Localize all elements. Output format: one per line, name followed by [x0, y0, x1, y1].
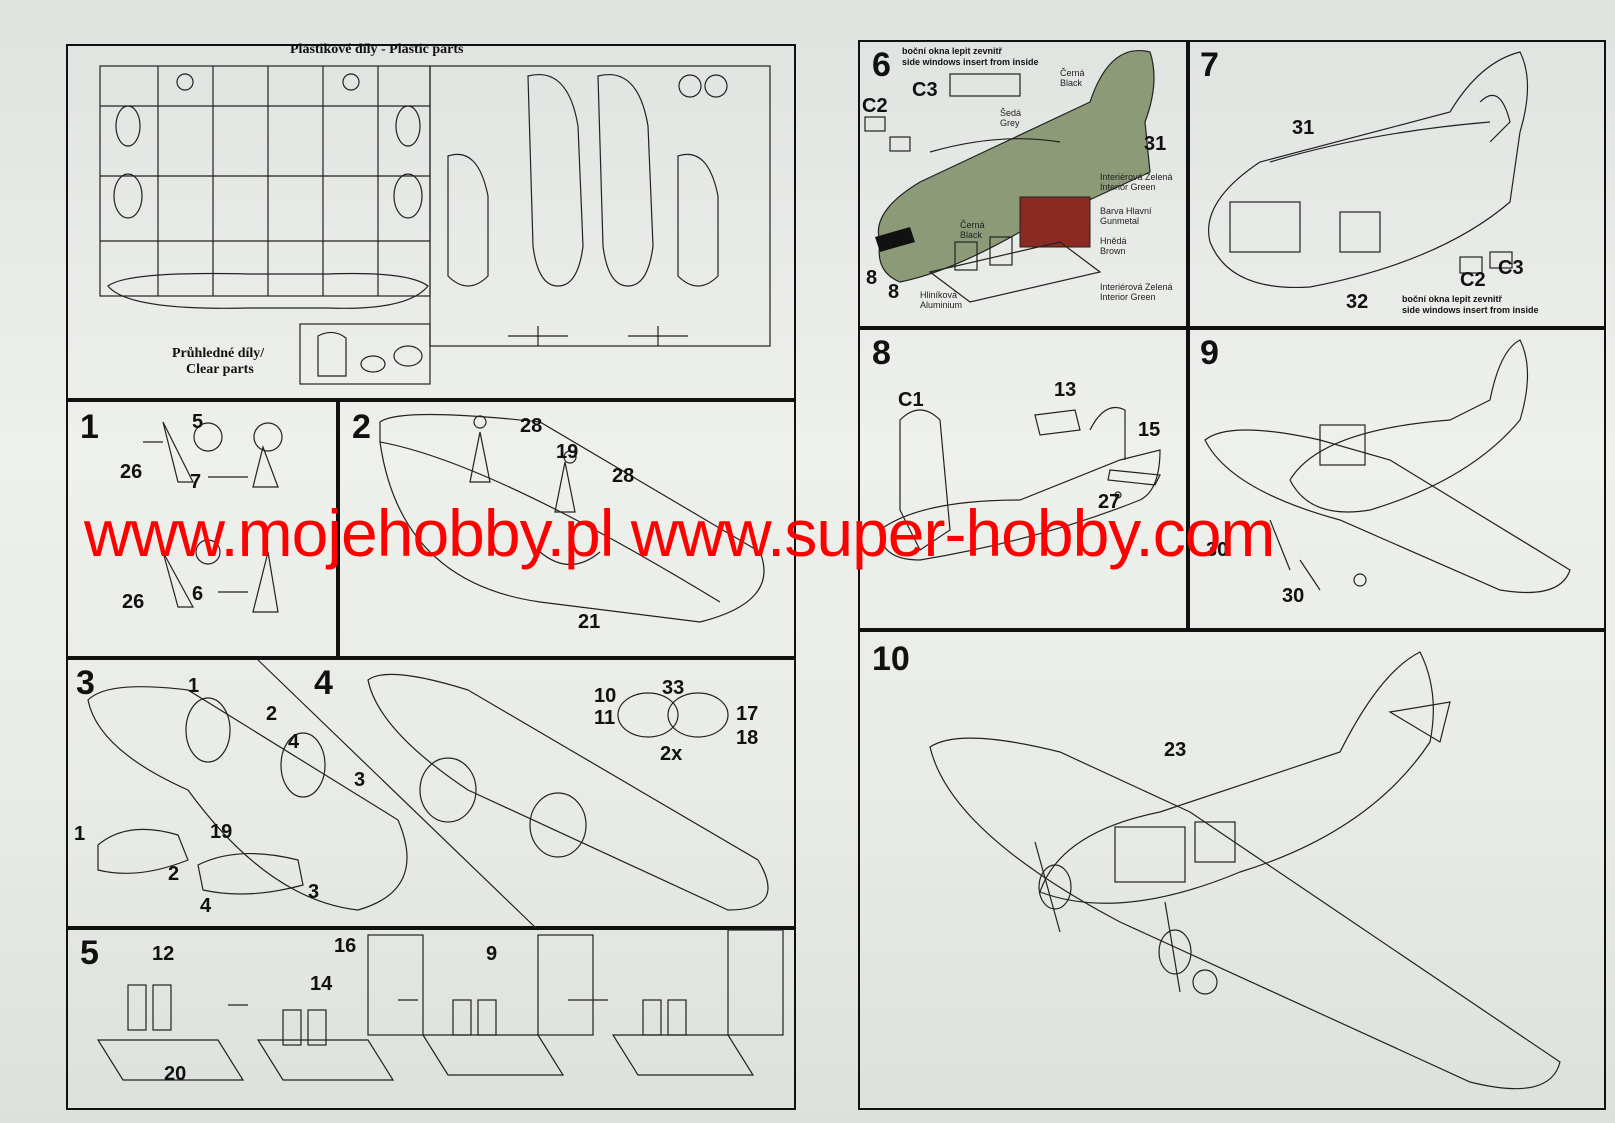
step-5-drawing	[96, 929, 784, 1081]
step-1-drawing	[143, 421, 283, 613]
label-step-3-2b: 2	[168, 863, 180, 885]
label-step-1-26b: 26	[122, 591, 145, 613]
label-step-1-6: 6	[192, 583, 204, 605]
clear-parts-title-en: Clear parts	[186, 362, 254, 377]
step-9-drawing	[1204, 339, 1571, 593]
step-6-panel: 6 boční okna lepit zevnitř side windows …	[858, 40, 1188, 328]
sprue-frame-drawing	[99, 65, 771, 385]
clear-parts-title-cz: Průhledné díly/	[172, 346, 265, 361]
label-step-8-c1: C1	[898, 389, 924, 411]
label-step-2-28b: 28	[612, 465, 635, 487]
label-step-3-1a: 1	[188, 675, 200, 697]
step-7-note-cz: boční okna lepit zevnitř	[1402, 294, 1503, 304]
step-1-number: 1	[80, 408, 99, 446]
label-step-7-c2: C2	[1460, 269, 1486, 291]
label-step-8-27: 27	[1098, 491, 1121, 513]
label-step-3-2a: 2	[266, 703, 278, 725]
step-2-panel: 2	[338, 400, 796, 658]
step-7-panel: 7 boční okna lepit zevnitř side windows …	[1188, 40, 1606, 328]
label-step-8-13: 13	[1054, 379, 1077, 401]
label-step-3-3a: 3	[354, 769, 366, 791]
label-step-1-7: 7	[190, 471, 202, 493]
step-5-panel: 5	[66, 928, 796, 1110]
watermark: www.mojehobby.pl www.super-hobby.com	[84, 496, 1275, 570]
label-step-3-4a: 4	[288, 731, 300, 753]
label-step-7-31: 31	[1292, 117, 1315, 139]
label-step-6-8b: 8	[888, 281, 900, 303]
label-step-6-31: 31	[1144, 133, 1167, 155]
step-1-panel: 1	[66, 400, 338, 658]
step-7-note-en: side windows insert from inside	[1402, 305, 1539, 315]
step-10-panel: 10	[858, 630, 1606, 1110]
step-6-note-cz: boční okna lepit zevnitř	[902, 46, 1003, 56]
step-9-panel: 9	[1188, 328, 1606, 630]
step-8-number: 8	[872, 334, 891, 372]
step-8-panel: 8	[858, 328, 1188, 630]
label-step-7-c3: C3	[1498, 257, 1524, 279]
label-step-6-c2: C2	[862, 95, 888, 117]
step-7-number: 7	[1200, 46, 1219, 84]
step-6-note-en: side windows insert from inside	[902, 57, 1039, 67]
label-step-1-5a: 5	[192, 411, 204, 433]
step-6-number: 6	[872, 46, 891, 84]
step-3-number: 3	[76, 664, 95, 702]
label-step-8-15: 15	[1138, 419, 1161, 441]
label-step-4-2x: 2x	[660, 743, 683, 765]
label-step-6-8a: 8	[866, 267, 878, 289]
label-step-3-3b: 3	[308, 881, 320, 903]
step-10-drawing	[929, 651, 1561, 1090]
label-step-6-c3: C3	[912, 79, 938, 101]
label-step-3-1b: 1	[74, 823, 86, 845]
label-step-1-26a: 26	[120, 461, 143, 483]
step-6-drawing	[864, 50, 1155, 303]
step-7-drawing	[1208, 51, 1529, 289]
label-step-10-23: 23	[1164, 739, 1187, 761]
step-3-4-drawing	[87, 659, 769, 931]
step-4-number: 4	[314, 664, 333, 702]
label-step-2-28a: 28	[520, 415, 543, 437]
label-step-4-10: 10	[594, 685, 617, 707]
step-9-number: 9	[1200, 334, 1219, 372]
label-step-4-11: 11	[594, 707, 616, 729]
step-5-number: 5	[80, 934, 99, 972]
step-2-number: 2	[352, 408, 371, 446]
label-step-2-21: 21	[578, 611, 601, 633]
label-step-5-9: 9	[486, 943, 498, 965]
step-10-number: 10	[872, 640, 910, 678]
label-step-4-17: 17	[736, 703, 759, 725]
step-8-drawing	[879, 406, 1161, 561]
label-step-4-18: 18	[736, 727, 759, 749]
label-step-5-20: 20	[164, 1063, 187, 1085]
label-step-5-16: 16	[334, 935, 357, 957]
step-3-4-panel: 3 4	[66, 658, 796, 931]
label-step-3-19: 19	[210, 821, 233, 843]
step-2-drawing	[379, 413, 765, 623]
label-step-7-32: 32	[1346, 291, 1369, 313]
label-step-4-33: 33	[662, 677, 685, 699]
label-step-5-14: 14	[310, 973, 333, 995]
sprue-panel: Plastikové díly - Plastic parts	[66, 42, 796, 400]
label-step-5-12: 12	[152, 943, 175, 965]
label-step-9-30a: 30	[1206, 539, 1229, 561]
label-step-2-19: 19	[556, 441, 579, 463]
label-step-9-30b: 30	[1282, 585, 1305, 607]
sprue-title: Plastikové díly - Plastic parts	[290, 42, 464, 57]
label-step-3-4b: 4	[200, 895, 212, 917]
